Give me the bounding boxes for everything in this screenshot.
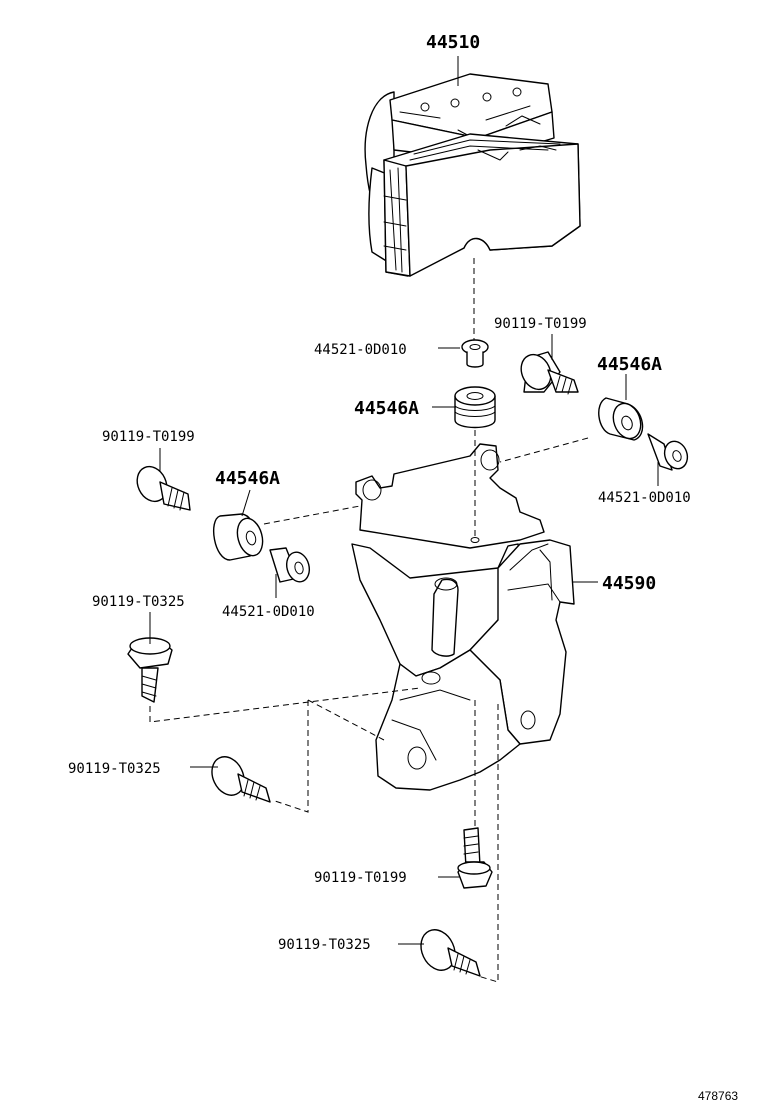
label-actuator: 44510 xyxy=(426,32,480,53)
label-bolt-left-mid: 90119-T0325 xyxy=(92,594,185,610)
bolt-bottom-vertical[interactable] xyxy=(457,827,493,889)
label-cushion-left: 44546A xyxy=(215,468,280,489)
label-bolt-right-top: 90119-T0199 xyxy=(494,316,587,332)
actuator-bracket[interactable] xyxy=(351,443,575,791)
bolt-left-mid[interactable] xyxy=(127,637,173,703)
bolt-left-top[interactable] xyxy=(132,462,191,511)
cushion-center[interactable] xyxy=(454,386,496,429)
label-bolt-left-top: 90119-T0199 xyxy=(102,429,195,445)
collar-center[interactable] xyxy=(461,339,489,368)
cushion-right[interactable] xyxy=(598,397,646,442)
label-bracket: 44590 xyxy=(602,573,656,594)
label-bolt-left-low: 90119-T0325 xyxy=(68,761,161,777)
collar-left[interactable] xyxy=(269,547,313,584)
leader-lines xyxy=(149,56,659,945)
assembly-lines xyxy=(149,258,589,983)
label-bolt-bottom-vertical: 90119-T0199 xyxy=(314,870,407,886)
collar-right[interactable] xyxy=(647,433,691,472)
label-collar-right: 44521-0D010 xyxy=(598,490,691,506)
bolt-left-low[interactable] xyxy=(206,752,271,803)
label-collar-center: 44521-0D010 xyxy=(314,342,407,358)
abs-actuator[interactable] xyxy=(364,73,581,277)
label-cushion-center: 44546A xyxy=(354,398,419,419)
bolt-bottom[interactable] xyxy=(415,924,481,977)
label-cushion-right: 44546A xyxy=(597,354,662,375)
diagram-id: 478763 xyxy=(698,1089,738,1103)
label-collar-left: 44521-0D010 xyxy=(222,604,315,620)
cushion-left[interactable] xyxy=(213,513,267,561)
label-bolt-bottom: 90119-T0325 xyxy=(278,937,371,953)
bolt-right-top[interactable] xyxy=(516,350,579,395)
